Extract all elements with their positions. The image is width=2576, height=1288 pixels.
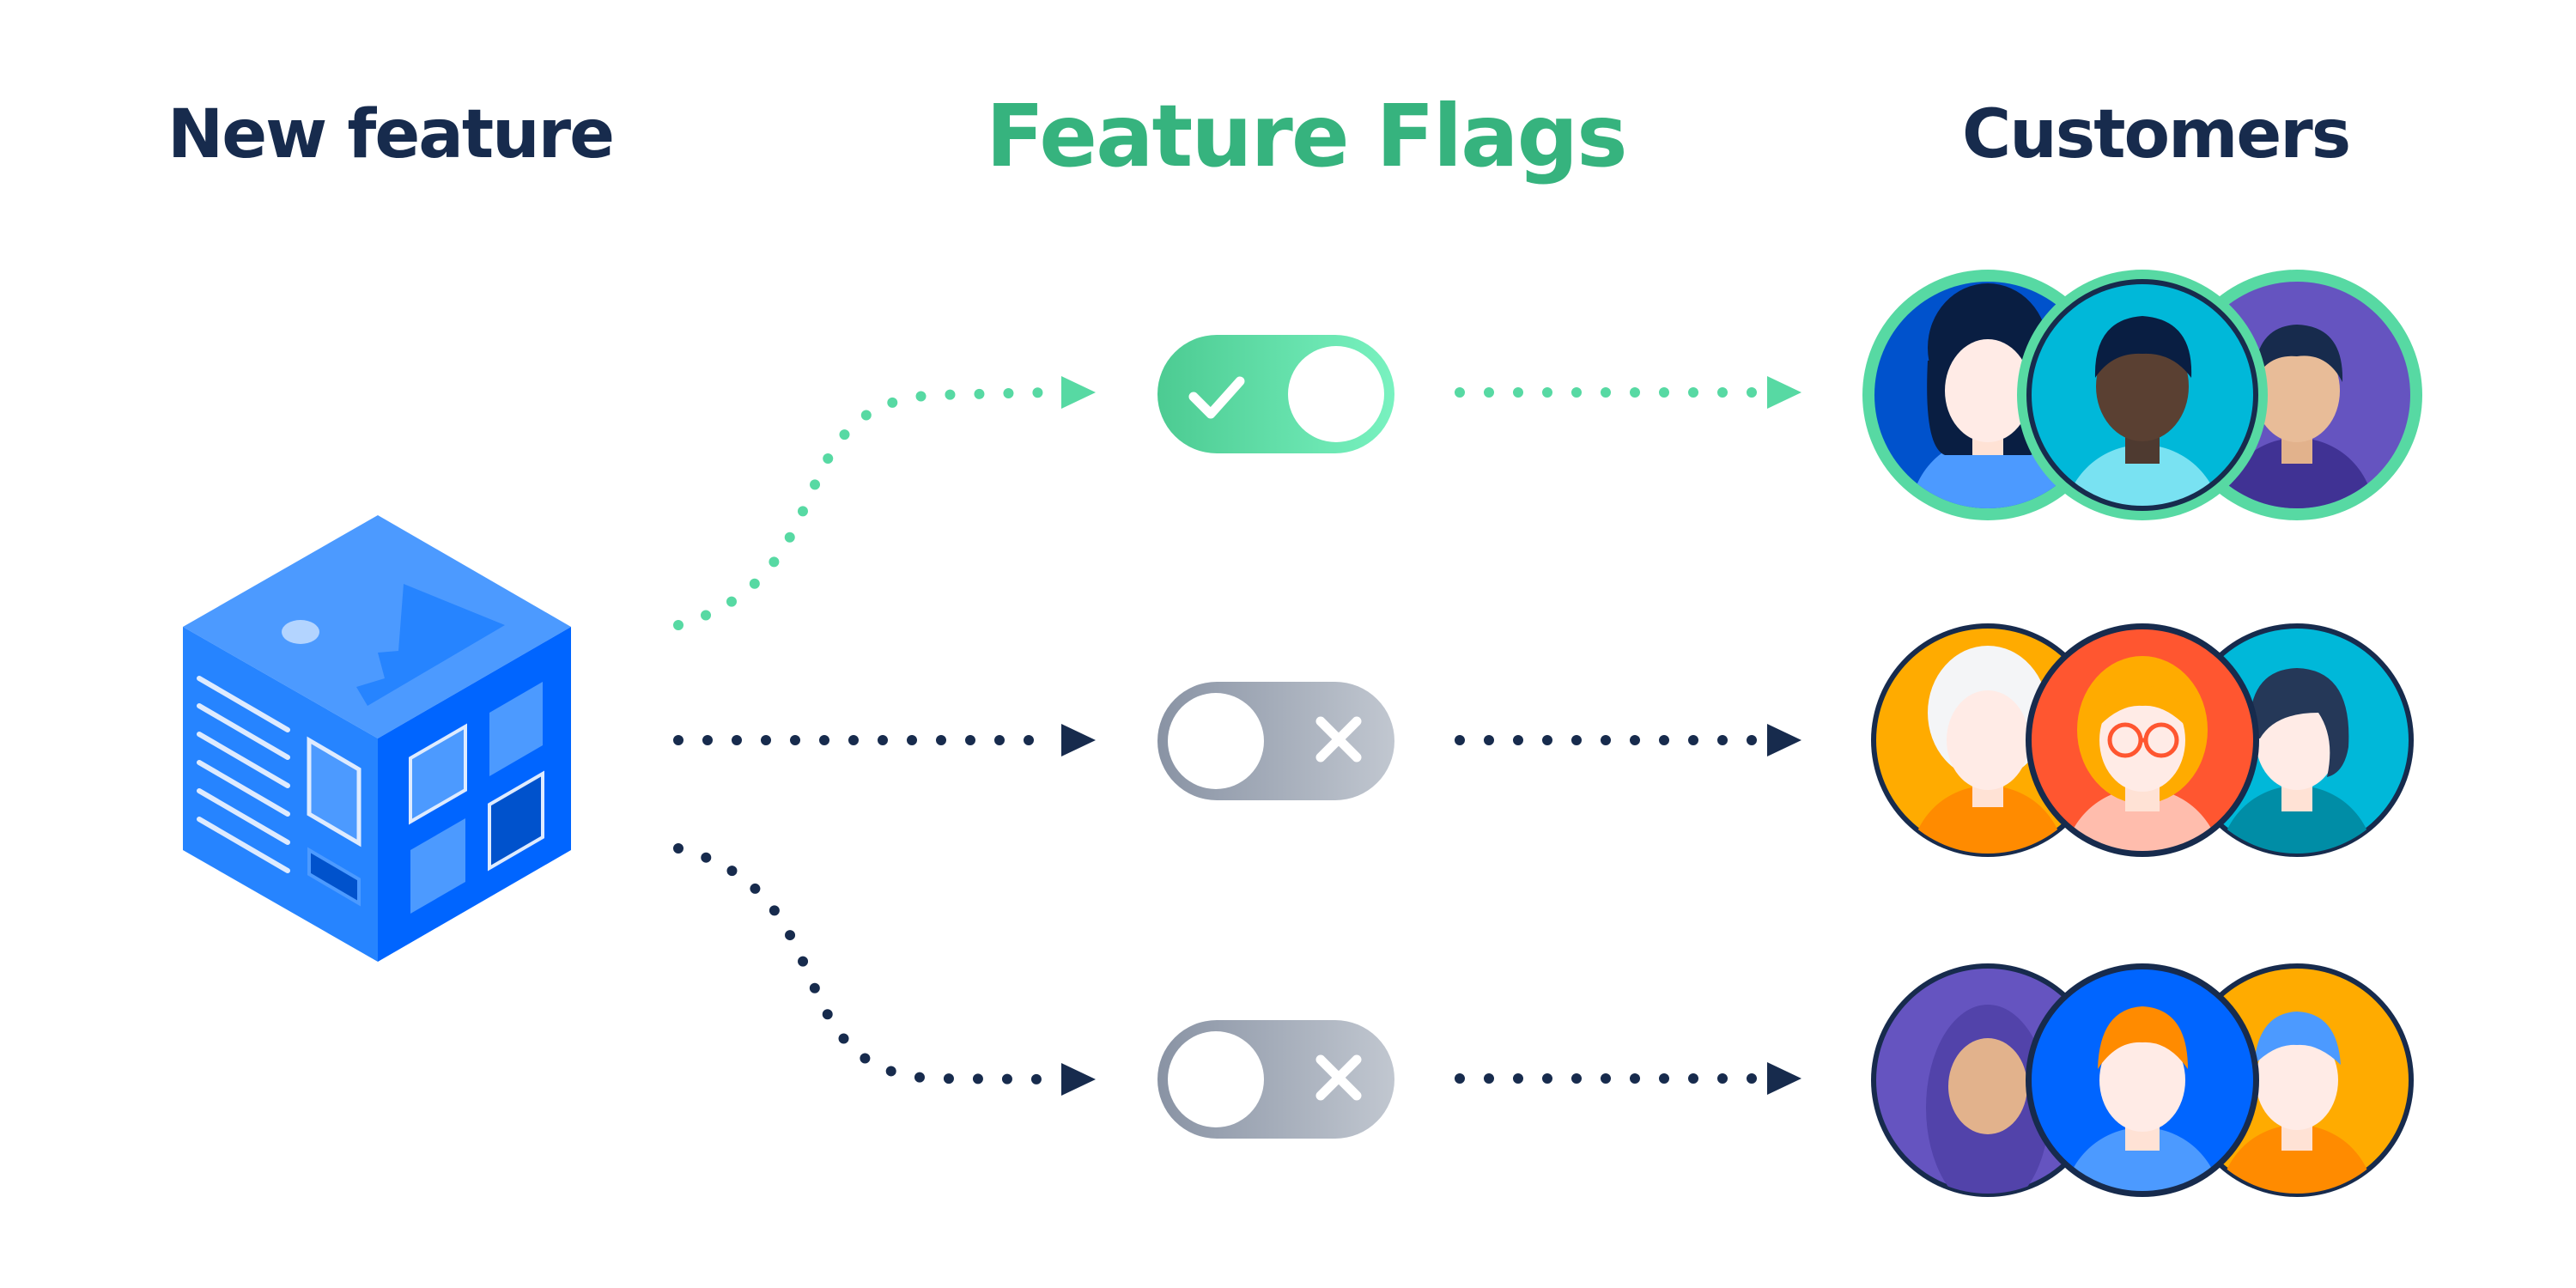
arrow-to-customers-disabled-1	[1455, 724, 1801, 756]
feature-flag-toggle-off-1[interactable]	[1157, 682, 1394, 800]
new-feature-cube-icon	[183, 515, 571, 962]
customer-avatar	[2026, 623, 2259, 857]
close-icon	[1315, 1054, 1362, 1101]
arrow-to-flag-on	[673, 376, 1096, 630]
customer-group-disabled-1	[1871, 623, 2414, 857]
customer-avatar	[2017, 270, 2268, 520]
close-icon	[1315, 716, 1362, 762]
feature-flag-toggle-on[interactable]	[1157, 335, 1394, 453]
arrow-to-flag-off-1	[673, 724, 1096, 756]
feature-flags-heading: Feature Flags	[986, 86, 1628, 186]
customer-avatar	[2026, 963, 2259, 1197]
customer-group-disabled-2	[1871, 963, 2414, 1197]
new-feature-heading: New feature	[167, 96, 615, 173]
check-icon	[1188, 376, 1245, 419]
arrow-to-customers-enabled	[1455, 376, 1801, 409]
customer-group-enabled	[1862, 270, 2422, 520]
customers-heading: Customers	[1962, 96, 2351, 173]
feature-flag-toggle-off-2[interactable]	[1157, 1020, 1394, 1139]
arrow-to-customers-disabled-2	[1455, 1062, 1801, 1095]
arrow-to-flag-off-2	[673, 843, 1096, 1096]
